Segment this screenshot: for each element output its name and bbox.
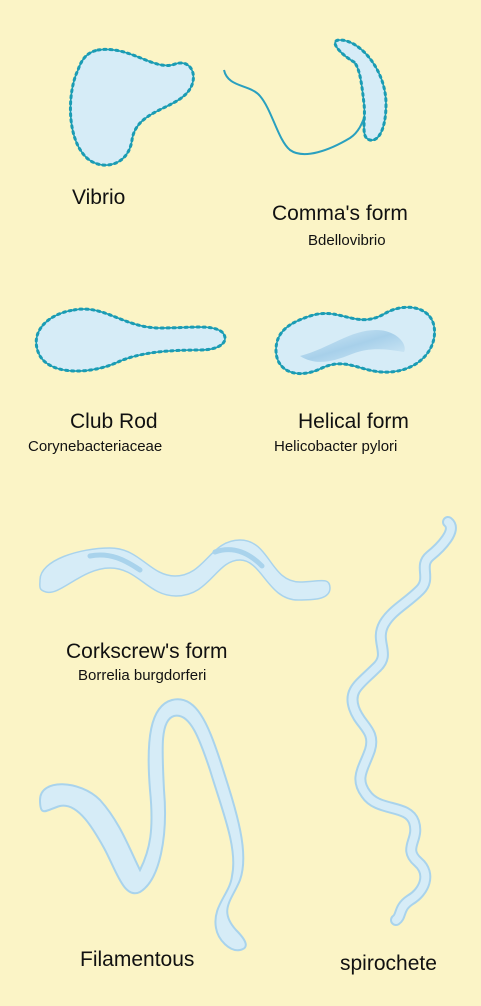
helical-form-label: Helical form xyxy=(298,410,409,434)
commas-form-label: Comma's form xyxy=(272,202,408,226)
corynebacteriaceae-label: Corynebacteriaceae xyxy=(28,438,162,455)
bdellovibrio-label: Bdellovibrio xyxy=(308,232,386,249)
filamentous-label: Filamentous xyxy=(80,948,194,972)
vibrio-label: Vibrio xyxy=(72,186,125,210)
spirochete-label: spirochete xyxy=(340,952,437,976)
bdellovibrio-flagellum xyxy=(224,70,368,154)
borrelia-burgdorferi-label: Borrelia burgdorferi xyxy=(78,667,206,684)
corkscrew-body xyxy=(40,540,330,600)
spirochete-cell xyxy=(352,522,451,920)
vibrio-body xyxy=(70,49,193,165)
helicobacter-pylori-label: Helicobacter pylori xyxy=(274,438,397,455)
corkscrew-cell xyxy=(40,540,330,600)
helical-cell xyxy=(276,307,435,373)
corkscrews-form-label: Corkscrew's form xyxy=(66,640,228,664)
club-rod-cell xyxy=(36,309,225,371)
spirochete-body xyxy=(352,522,451,920)
bdellovibrio-cell xyxy=(224,40,386,154)
club-rod-label: Club Rod xyxy=(70,410,158,434)
club-rod-body xyxy=(36,309,225,371)
filamentous-cell xyxy=(40,699,246,950)
vibrio-cell xyxy=(70,49,193,165)
filamentous-body xyxy=(40,699,246,950)
